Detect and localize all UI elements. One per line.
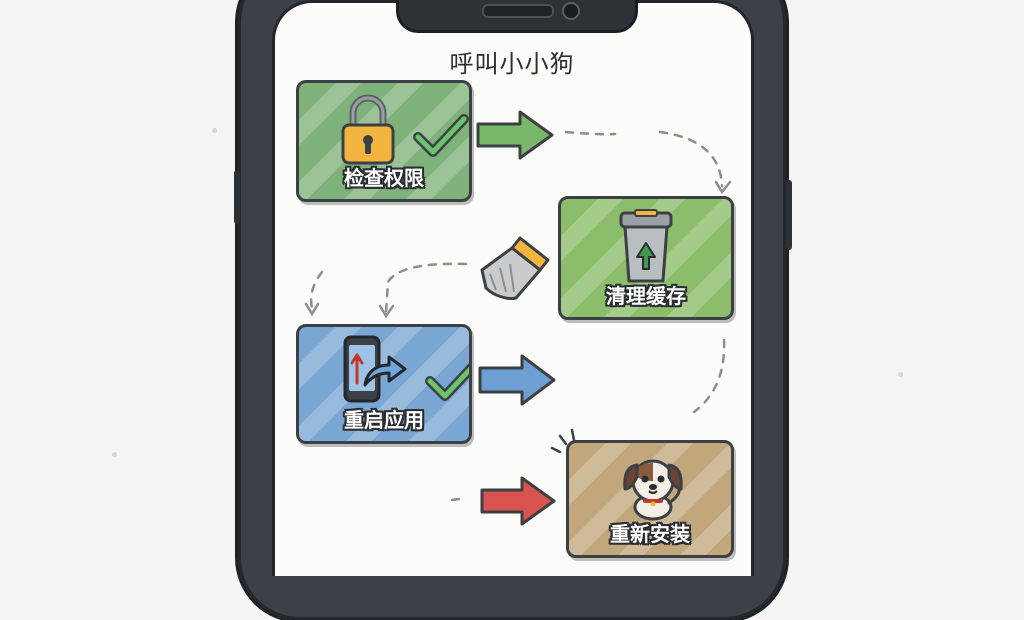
phone-restart-icon: [343, 335, 407, 403]
padlock-icon: [341, 94, 395, 165]
checkmark-icon: [425, 363, 469, 401]
flow-connectors: [304, 130, 732, 502]
connector-1-2: [564, 130, 617, 136]
connector-2-3: [384, 262, 468, 314]
step-card-check-permissions[interactable]: 检查权限: [296, 80, 472, 202]
step-card-restart-app[interactable]: 重启应用: [296, 324, 472, 444]
background-dot: [212, 128, 217, 133]
background-dot: [112, 452, 117, 457]
arrow-right-icon: [476, 110, 554, 160]
connector-1-2b: [658, 130, 724, 188]
trash-bin-icon: [619, 209, 673, 283]
arrow-right-icon: [478, 354, 556, 406]
step-card-clear-cache[interactable]: 清理缓存: [558, 196, 734, 320]
checkmark-icon: [413, 114, 469, 157]
connector-arrowhead: [378, 304, 395, 319]
sparkle-line: [570, 428, 576, 442]
step-label: 清理缓存: [606, 284, 686, 308]
connector-3-4: [692, 338, 726, 414]
step-label: 重新安装: [610, 522, 690, 546]
step-card-reinstall[interactable]: 重新安装: [566, 440, 734, 558]
puppy-icon: [623, 459, 683, 521]
speaker-grille: [482, 4, 554, 18]
phone-side-button: [234, 170, 240, 224]
page-title: 呼叫小小狗: [449, 50, 575, 78]
connector-arrowhead: [714, 180, 732, 195]
connector-2-3b: [309, 270, 324, 310]
background-dot: [898, 372, 903, 377]
phone-side-button: [786, 180, 792, 250]
front-camera: [562, 2, 580, 20]
arrow-right-icon: [480, 476, 556, 526]
connector-arrowhead: [304, 302, 320, 317]
step-label: 检查权限: [344, 166, 424, 190]
sparkle-line: [558, 434, 568, 446]
sparkle-line: [550, 446, 562, 454]
brush-icon: [480, 236, 550, 300]
step-label: 重启应用: [344, 408, 424, 432]
connector-3-4b: [450, 496, 468, 502]
